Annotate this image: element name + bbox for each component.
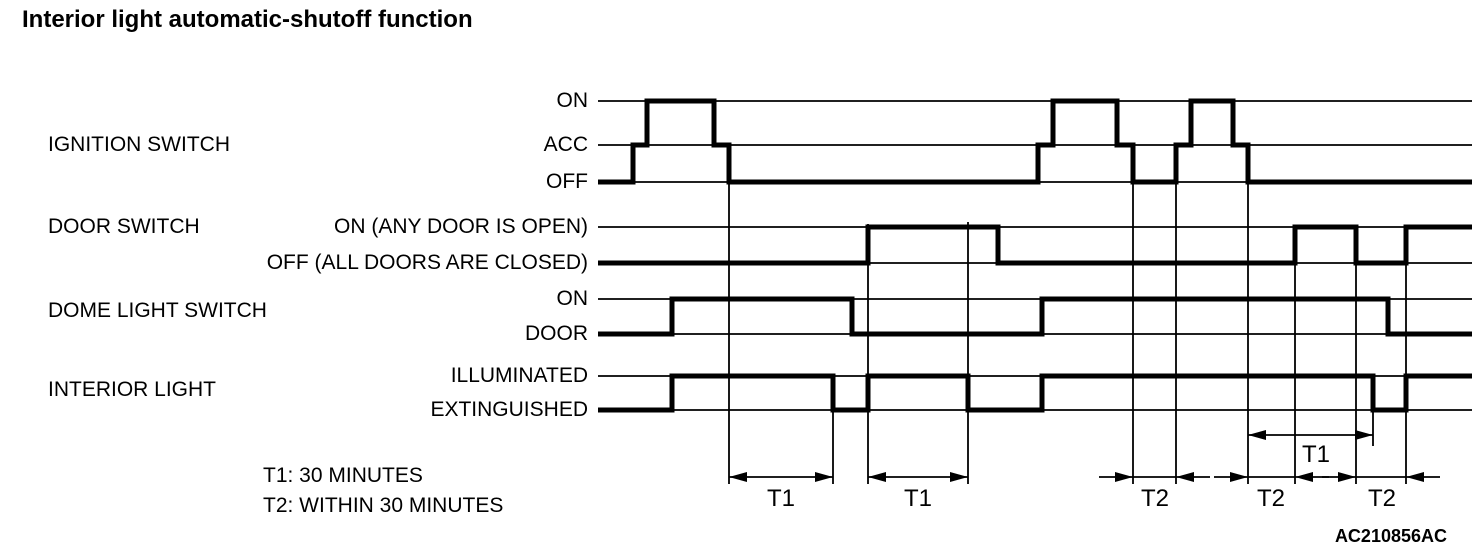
duration-arrow-t2: T2: [1099, 472, 1210, 512]
arrowhead-right: [1176, 472, 1194, 482]
waveform-door-switch: [598, 224, 1472, 266]
waveform-interior-light: [598, 373, 1472, 413]
group-label-door-switch: DOOR SWITCH: [48, 215, 200, 238]
legend-t2: T2: WITHIN 30 MINUTES: [263, 494, 504, 517]
waveforms: [598, 98, 1472, 413]
arrowhead-left: [1338, 472, 1356, 482]
group-label-interior-light: INTERIOR LIGHT: [48, 378, 217, 401]
arrowhead-left: [1248, 430, 1266, 440]
level-label-ignition-acc: ACC: [543, 133, 588, 156]
arrowhead-right: [815, 472, 833, 482]
level-label-ignition-on: ON: [556, 89, 589, 112]
level-label-ignition-off: OFF: [546, 170, 588, 193]
waveform-ignition-switch: [598, 98, 1472, 185]
figure-code: AC210856AC: [1334, 526, 1447, 546]
level-label-door-on: ON (ANY DOOR IS OPEN): [334, 215, 588, 238]
level-label-illuminated: ILLUMINATED: [450, 364, 588, 387]
arrowhead-left: [868, 472, 886, 482]
level-label-dome-door: DOOR: [525, 322, 588, 345]
arrow-label: T1: [904, 485, 932, 512]
arrow-label: T2: [1368, 485, 1396, 512]
arrow-label: T2: [1141, 485, 1169, 512]
arrowhead-left: [1115, 472, 1133, 482]
arrowhead-right: [1355, 430, 1373, 440]
arrowhead-right: [1406, 472, 1424, 482]
arrow-label: T1: [1302, 441, 1330, 468]
duration-arrow-t1: T1: [1248, 430, 1373, 468]
duration-arrow-t2: T2: [1322, 472, 1440, 512]
arrowhead-right: [950, 472, 968, 482]
group-label-dome-light-switch: DOME LIGHT SWITCH: [48, 299, 267, 322]
duration-arrow-t1: T1: [868, 472, 968, 512]
level-label-dome-on: ON: [556, 287, 589, 310]
arrow-label: T1: [767, 485, 795, 512]
level-label-door-off: OFF (ALL DOORS ARE CLOSED): [266, 251, 588, 274]
reference-lines: [728, 182, 1407, 484]
waveform-dome-light-switch: [598, 296, 1472, 337]
duration-arrow-t2: T2: [1214, 472, 1329, 512]
arrowhead-left: [729, 472, 747, 482]
page-title: Interior light automatic-shutoff functio…: [22, 6, 473, 33]
level-label-extinguished: EXTINGUISHED: [430, 398, 588, 421]
duration-arrow-t1: T1: [729, 472, 833, 512]
arrowhead-left: [1230, 472, 1248, 482]
group-label-ignition-switch: IGNITION SWITCH: [48, 133, 230, 156]
arrow-label: T2: [1257, 485, 1285, 512]
arrowhead-right: [1295, 472, 1313, 482]
legend-t1: T1: 30 MINUTES: [263, 464, 423, 487]
